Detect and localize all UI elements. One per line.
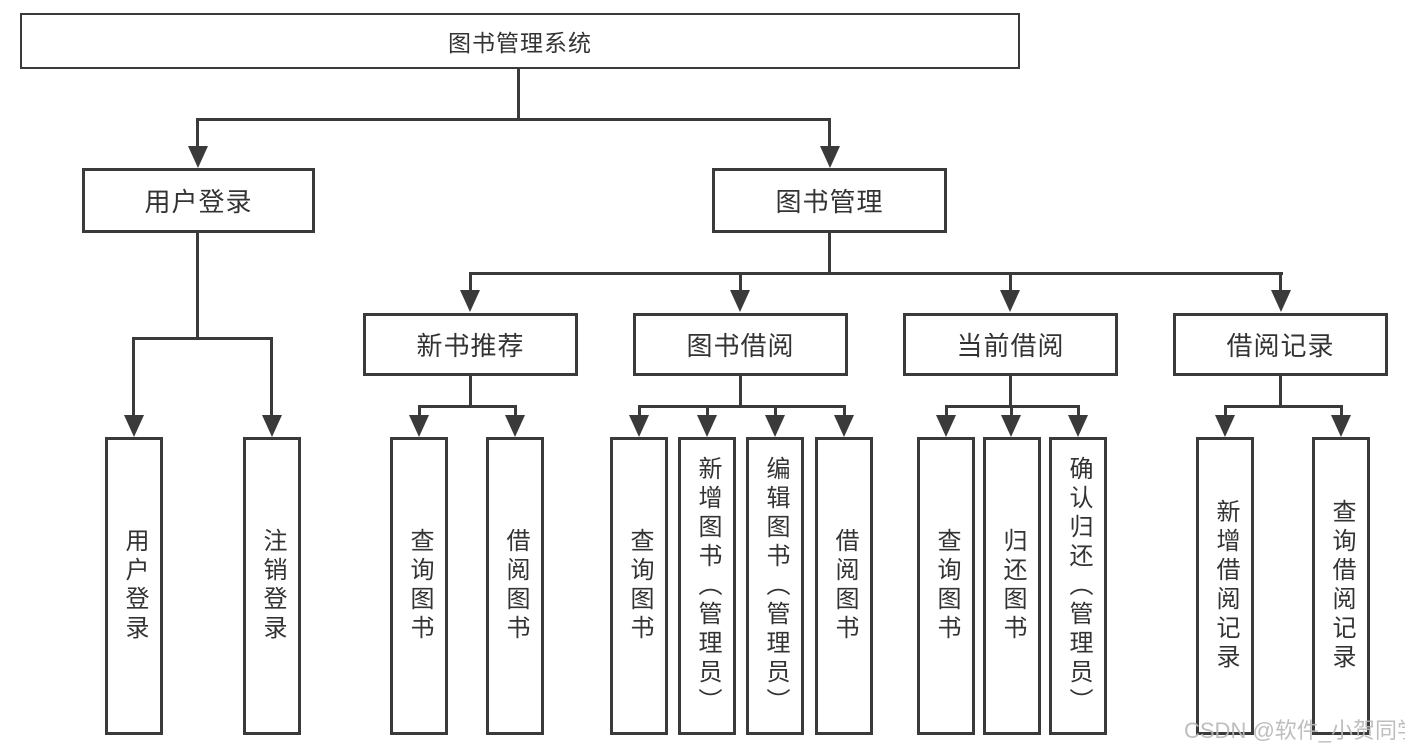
node-label: 注销登录 bbox=[259, 528, 286, 644]
arrowhead-icon bbox=[936, 415, 956, 437]
connector-line bbox=[706, 405, 709, 417]
arrowhead-icon bbox=[409, 415, 429, 437]
connector-line bbox=[418, 405, 517, 408]
node-records-add-record: 新增借阅记录 bbox=[1196, 437, 1254, 735]
node-label: 查询借阅记录 bbox=[1328, 499, 1355, 673]
node-borrow-query-books: 查询图书 bbox=[610, 437, 668, 735]
connector-line bbox=[469, 376, 472, 407]
connector-line bbox=[638, 405, 641, 417]
node-label: 图书管理系统 bbox=[448, 30, 592, 56]
connector-line bbox=[1224, 405, 1227, 417]
connector-line bbox=[197, 118, 831, 121]
connector-line bbox=[828, 118, 831, 148]
node-records-query-record: 查询借阅记录 bbox=[1312, 437, 1370, 735]
connector-line bbox=[418, 405, 421, 417]
connector-line bbox=[1340, 405, 1343, 417]
arrowhead-icon bbox=[1331, 415, 1351, 437]
arrowhead-icon bbox=[188, 146, 208, 168]
node-label: 新增借阅记录 bbox=[1212, 499, 1239, 673]
node-label: 图书管理 bbox=[775, 187, 884, 217]
node-label: 用户登录 bbox=[121, 528, 148, 644]
connector-line bbox=[828, 233, 831, 274]
node-label: 当前借阅 bbox=[956, 331, 1065, 361]
connector-line bbox=[739, 376, 742, 407]
arrowhead-icon bbox=[505, 415, 525, 437]
arrowhead-icon bbox=[262, 415, 282, 437]
node-current-borrowing: 当前借阅 bbox=[903, 313, 1118, 376]
node-borrow-add-books-admin: 新增图书（管理员） bbox=[678, 437, 736, 735]
node-current-query-books: 查询图书 bbox=[917, 437, 975, 735]
node-book-management: 图书管理 bbox=[712, 168, 947, 233]
node-current-confirm-return-admin: 确认归还（管理员） bbox=[1049, 437, 1107, 735]
node-label: 用户登录 bbox=[144, 187, 253, 217]
arrowhead-icon bbox=[629, 415, 649, 437]
connector-line bbox=[739, 272, 742, 292]
node-borrow-borrow-books: 借阅图书 bbox=[815, 437, 873, 735]
node-label: 查询图书 bbox=[406, 528, 433, 644]
connector-line bbox=[774, 405, 777, 417]
arrowhead-icon bbox=[765, 415, 785, 437]
node-borrow-records: 借阅记录 bbox=[1173, 313, 1388, 376]
connector-line bbox=[132, 337, 273, 340]
connector-line bbox=[1009, 376, 1012, 407]
connector-line bbox=[517, 67, 520, 120]
arrowhead-icon bbox=[834, 415, 854, 437]
node-label: 归还图书 bbox=[999, 528, 1026, 644]
arrowhead-icon bbox=[1000, 290, 1020, 312]
connector-line bbox=[1009, 272, 1012, 292]
connector-line bbox=[132, 337, 135, 417]
node-new-book-recommend: 新书推荐 bbox=[363, 313, 578, 376]
node-logout: 注销登录 bbox=[243, 437, 301, 735]
node-label: 新书推荐 bbox=[416, 331, 525, 361]
connector-line bbox=[1010, 405, 1013, 417]
arrowhead-icon bbox=[124, 415, 144, 437]
arrowhead-icon bbox=[1215, 415, 1235, 437]
node-label: 查询图书 bbox=[933, 528, 960, 644]
node-label: 借阅图书 bbox=[502, 528, 529, 644]
connector-line bbox=[1077, 405, 1080, 417]
arrowhead-icon bbox=[697, 415, 717, 437]
node-book-borrowing: 图书借阅 bbox=[633, 313, 848, 376]
arrowhead-icon bbox=[820, 146, 840, 168]
connector-line bbox=[469, 272, 472, 292]
node-borrow-edit-books-admin: 编辑图书（管理员） bbox=[746, 437, 804, 735]
node-current-return-books: 归还图书 bbox=[983, 437, 1041, 735]
node-newbook-query-books: 查询图书 bbox=[390, 437, 448, 735]
node-label: 确认归还（管理员） bbox=[1065, 455, 1092, 717]
node-label: 查询图书 bbox=[626, 528, 653, 644]
connector-line bbox=[1279, 376, 1282, 407]
arrowhead-icon bbox=[1271, 290, 1291, 312]
arrowhead-icon bbox=[460, 290, 480, 312]
node-newbook-borrow-books: 借阅图书 bbox=[486, 437, 544, 735]
connector-line bbox=[196, 118, 199, 148]
arrowhead-icon bbox=[1001, 415, 1021, 437]
node-user-login: 用户登录 bbox=[105, 437, 163, 735]
connector-line bbox=[638, 405, 846, 408]
connector-line bbox=[270, 337, 273, 417]
watermark: CSDN @软件_小贺同学 bbox=[1184, 718, 1405, 743]
connector-line bbox=[843, 405, 846, 417]
node-user-login-group: 用户登录 bbox=[82, 168, 315, 233]
connector-line bbox=[196, 233, 199, 339]
connector-line bbox=[1224, 405, 1343, 408]
node-label: 编辑图书（管理员） bbox=[762, 455, 789, 717]
node-label: 借阅图书 bbox=[831, 528, 858, 644]
node-label: 图书借阅 bbox=[686, 331, 795, 361]
connector-line bbox=[945, 405, 948, 417]
node-library-system: 图书管理系统 bbox=[20, 13, 1020, 69]
node-label: 新增图书（管理员） bbox=[694, 455, 721, 717]
node-label: 借阅记录 bbox=[1226, 331, 1335, 361]
connector-line bbox=[514, 405, 517, 417]
connector-line bbox=[1279, 272, 1282, 292]
arrowhead-icon bbox=[1068, 415, 1088, 437]
connector-line bbox=[469, 272, 1283, 275]
arrowhead-icon bbox=[730, 290, 750, 312]
